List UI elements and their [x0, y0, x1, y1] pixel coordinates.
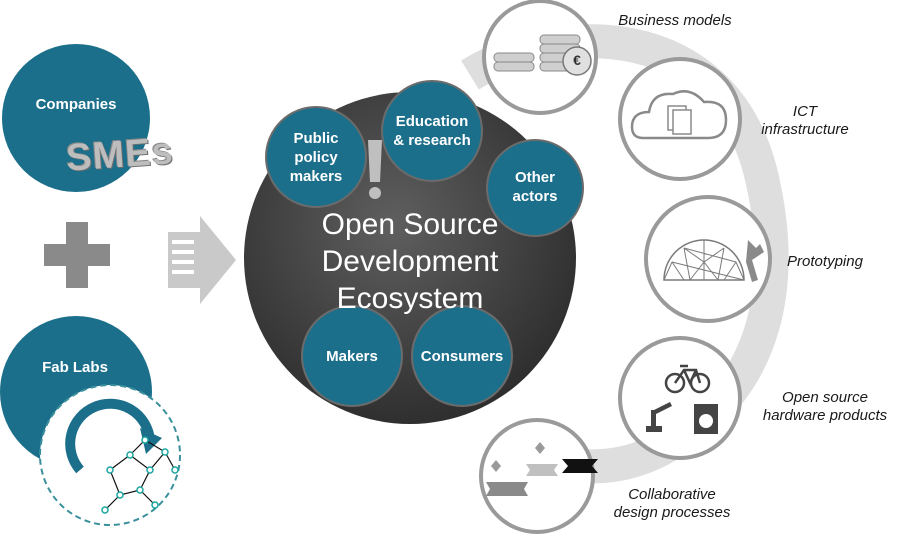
hardware-products-icon [618, 336, 742, 460]
actor-public-policy-label: Public policy makers [266, 129, 366, 186]
ict-line-1: ICT [792, 103, 818, 120]
ict-label: ICT infrastructure [740, 103, 870, 139]
cloud-icon [618, 57, 742, 181]
smes-label: SMEs [64, 130, 176, 180]
geodesic-dome-icon [644, 195, 772, 323]
network-nodes [101, 436, 179, 514]
actor-consumers-circle [411, 305, 513, 407]
hardware-label: Open source hardware products [752, 389, 898, 425]
design-label: Collaborative design processes [592, 486, 752, 522]
euro-coin-symbol: € [573, 52, 581, 68]
hardware-line-2: hardware products [762, 407, 888, 424]
plus-icon [44, 222, 110, 288]
actor-consumers-label: Consumers [420, 348, 504, 365]
ict-line-2: infrastructure [761, 121, 849, 138]
public-policy-line-3: makers [289, 168, 343, 185]
network-icon [104, 439, 176, 511]
core-title-line-2: Development [321, 245, 499, 278]
design-line-2: design processes [613, 504, 731, 521]
other-line-1: Other [514, 169, 555, 186]
actor-makers-label: Makers [326, 348, 378, 365]
business-models-label: Business models [618, 12, 732, 29]
other-line-2: actors [512, 188, 558, 205]
design-line-1: Collaborative [628, 486, 716, 503]
actor-public-policy-circle [265, 106, 367, 208]
actor-makers-circle [301, 305, 403, 407]
design-process-icon [479, 418, 598, 534]
actor-other-label: Other actors [487, 168, 583, 206]
arrow-right-icon [168, 216, 236, 304]
education-line-2: & research [393, 132, 471, 149]
fab-labs-label: Fab Labs [42, 359, 108, 376]
core-title-line-1: Open Source [321, 208, 499, 241]
companies-label: Companies [35, 96, 117, 113]
actor-education-label: Education & research [380, 112, 484, 150]
hardware-line-1: Open source [782, 389, 868, 406]
business-models-icon [482, 0, 598, 115]
actor-education-circle [381, 80, 483, 182]
prototyping-label: Prototyping [787, 253, 863, 270]
actor-other-circle [486, 139, 584, 237]
core-title-line-3: Ecosystem [336, 282, 484, 315]
exclamation-icon [368, 140, 382, 199]
companies-circle [2, 44, 150, 192]
public-policy-line-2: policy [294, 149, 338, 166]
public-policy-line-1: Public [293, 130, 339, 147]
education-line-1: Education [395, 113, 469, 130]
core-title: Open Source Development Ecosystem [280, 206, 540, 317]
cycle-arrow-icon [65, 398, 162, 474]
process-arc [461, 24, 789, 484]
